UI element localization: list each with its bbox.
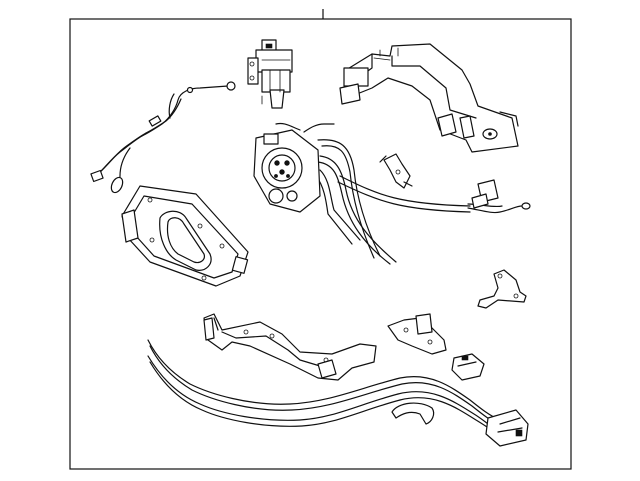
harness-clip-icon <box>379 153 413 189</box>
charge-port-lock-actuator-icon <box>247 39 293 109</box>
charge-port-socket-icon <box>253 122 471 265</box>
charge-port-lamp-harness-icon <box>90 81 236 194</box>
harness-connector-icon <box>467 179 531 214</box>
small-bracket-icon <box>477 269 527 309</box>
lower-bracket-icon <box>203 313 377 381</box>
relay-bracket-icon <box>387 313 447 355</box>
charge-port-housing-icon <box>121 185 249 287</box>
connector-block-icon <box>451 353 485 381</box>
charge-port-bracket-icon <box>339 43 519 153</box>
main-charging-cable-icon <box>147 339 529 447</box>
diagram-frame <box>69 18 572 470</box>
grommet-icon <box>391 402 435 425</box>
